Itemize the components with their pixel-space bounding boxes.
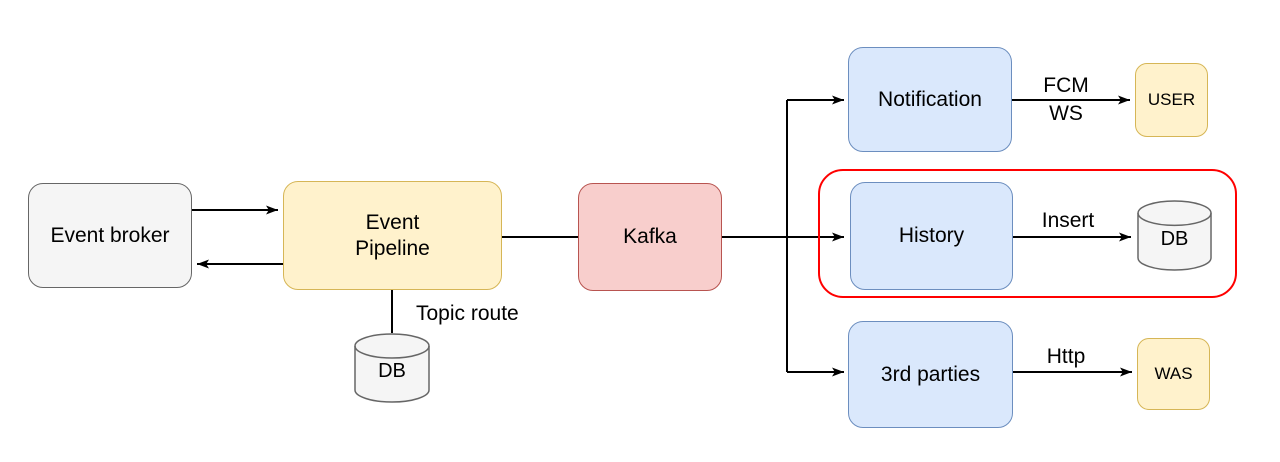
edge-label-insert: Insert (1041, 209, 1095, 232)
node-user: USER (1135, 63, 1208, 137)
database-cylinder-icon (354, 333, 430, 403)
node-notification-label: Notification (878, 87, 982, 111)
node-user-label: USER (1147, 90, 1196, 109)
node-history-label: History (898, 224, 965, 247)
node-history: History (850, 182, 1013, 290)
node-event-pipeline: Event Pipeline (283, 181, 502, 290)
history-group-frame (818, 169, 1237, 298)
node-notification: Notification (848, 47, 1012, 152)
node-topic-db: DB (354, 333, 430, 403)
database-cylinder-icon (1137, 200, 1212, 271)
node-history-db: DB (1137, 200, 1212, 271)
edge-label-http: Http (1046, 345, 1086, 368)
node-event-broker-label: Event broker (50, 223, 170, 247)
edge-label-fcm-ws: FCM WS (1043, 74, 1089, 125)
node-was: WAS (1137, 338, 1210, 410)
node-topic-db-label: DB (378, 360, 406, 383)
node-event-pipeline-label: Event Pipeline (355, 210, 430, 260)
node-event-broker: Event broker (28, 183, 192, 288)
edge-label-topic-route: Topic route (416, 302, 519, 325)
node-was-label: WAS (1154, 364, 1193, 383)
node-history-db-label: DB (1160, 227, 1189, 250)
node-third-parties-label: 3rd parties (880, 362, 981, 386)
node-kafka: Kafka (578, 183, 722, 291)
node-kafka-label: Kafka (623, 225, 677, 248)
node-third-parties: 3rd parties (848, 321, 1013, 428)
